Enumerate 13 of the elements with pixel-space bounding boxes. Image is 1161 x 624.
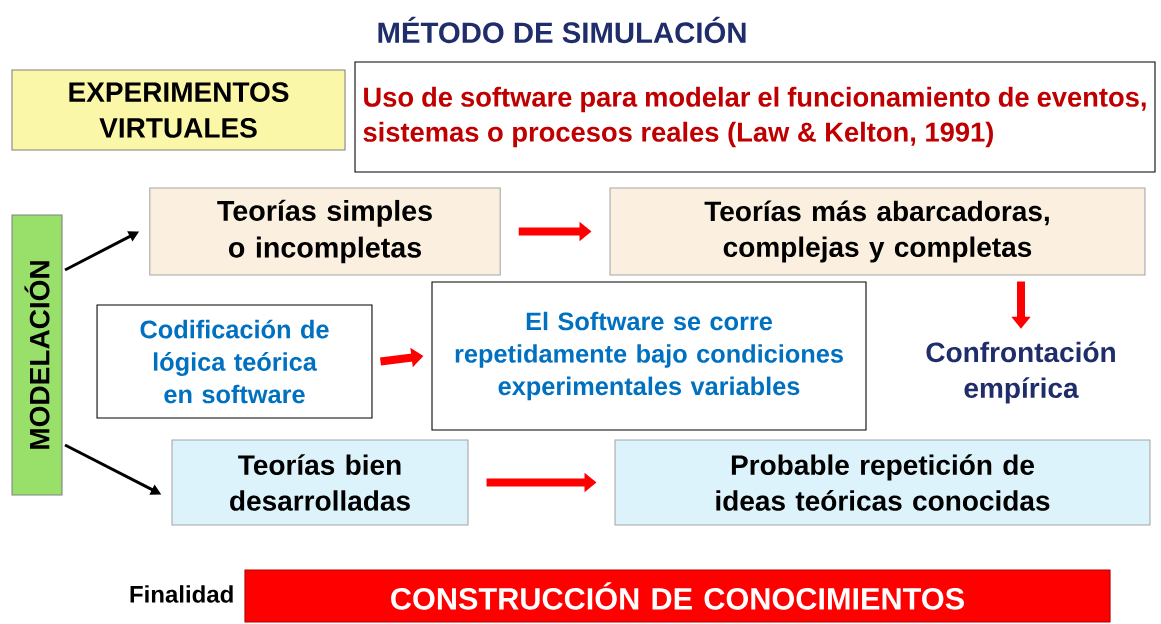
beside-label: Finalidad: [130, 585, 233, 603]
goal-box: CONSTRUCCIÓN DE CONOCIMIENTOS: [244, 569, 1111, 623]
vertical-label-box: MODELACIÓN: [11, 214, 63, 496]
title: MÉTODO DE SIMULACIÓN: [378, 16, 746, 44]
process-box: Codificación de lógica teórica en software: [96, 304, 373, 419]
theory-box: Teorías simples o incompletas: [149, 187, 501, 276]
process-box: El Software se corre repetidamente bajo condiciones experimentales variables: [431, 281, 867, 431]
theory-box: Probable repetición de ideas teóricas conocidas: [614, 439, 1151, 526]
theory-box: Teorías más abarcadoras, complejas y completas: [609, 187, 1146, 276]
definition-box: Uso de software para modelar el funcionamiento de eventos, sistemas o procesos reales (Law & Kelton, 1991): [354, 61, 1156, 173]
label-box: EXPERIMENTOS VIRTUALES: [11, 69, 346, 151]
theory-box: Teorías bien desarrolladas: [171, 439, 469, 526]
text-label: Confrontación empírica: [926, 341, 1115, 404]
